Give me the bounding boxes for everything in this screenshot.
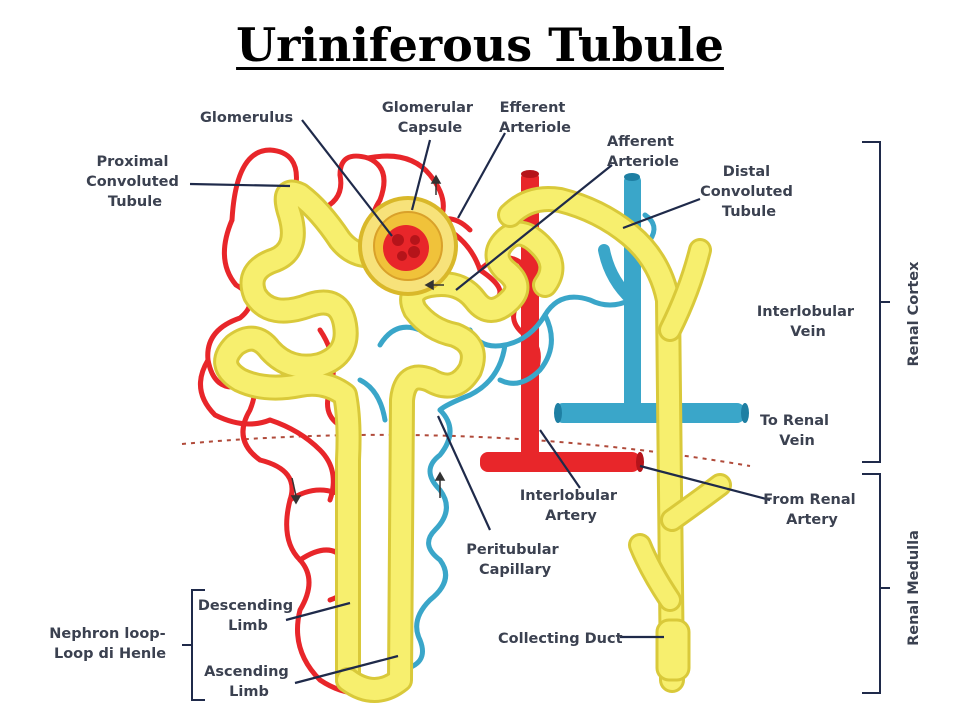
glomerulus-label: Glomerulus (200, 110, 293, 126)
renal-corpuscle (358, 196, 458, 296)
nephron-loop-bracket (182, 589, 205, 701)
renal-tubule (213, 179, 732, 703)
nephron-loop-label: Nephron loop- Loop di Henle (49, 626, 171, 662)
to-renal-vein-label: To Renal Vein (760, 413, 834, 449)
ascending-limb-label: Ascending Limb (204, 664, 294, 700)
cortex-bracket (862, 141, 890, 463)
leader-lines (189, 119, 771, 685)
collecting-duct-shape (655, 618, 691, 682)
interlobular-artery-label: Interlobular Artery (520, 488, 622, 524)
collecting-duct-label: Collecting Duct (498, 631, 623, 647)
renal-medulla-label: Renal Medulla (906, 530, 922, 646)
medulla-bracket (862, 473, 890, 694)
glomerular-capsule-label: Glomerular Capsule (382, 100, 478, 136)
descending-limb-label: Descending Limb (198, 598, 298, 634)
afferent-arteriole-label: Afferent Arteriole (607, 134, 679, 170)
efferent-arteriole-label: Efferent Arteriole (499, 100, 571, 136)
peritubular-capillary-label: Peritubular Capillary (466, 542, 564, 578)
renal-cortex-label: Renal Cortex (906, 261, 922, 367)
flow-arrows (290, 174, 446, 505)
from-renal-artery-label: From Renal Artery (763, 492, 860, 528)
page-title: Uriniferous Tubule (236, 18, 724, 72)
distal-convoluted-tubule-label: Distal Convoluted Tubule (700, 164, 798, 220)
interlobular-vein-label: Interlobular Vein (757, 304, 859, 340)
proximal-convoluted-tubule-label: Proximal Convoluted Tubule (86, 154, 184, 210)
